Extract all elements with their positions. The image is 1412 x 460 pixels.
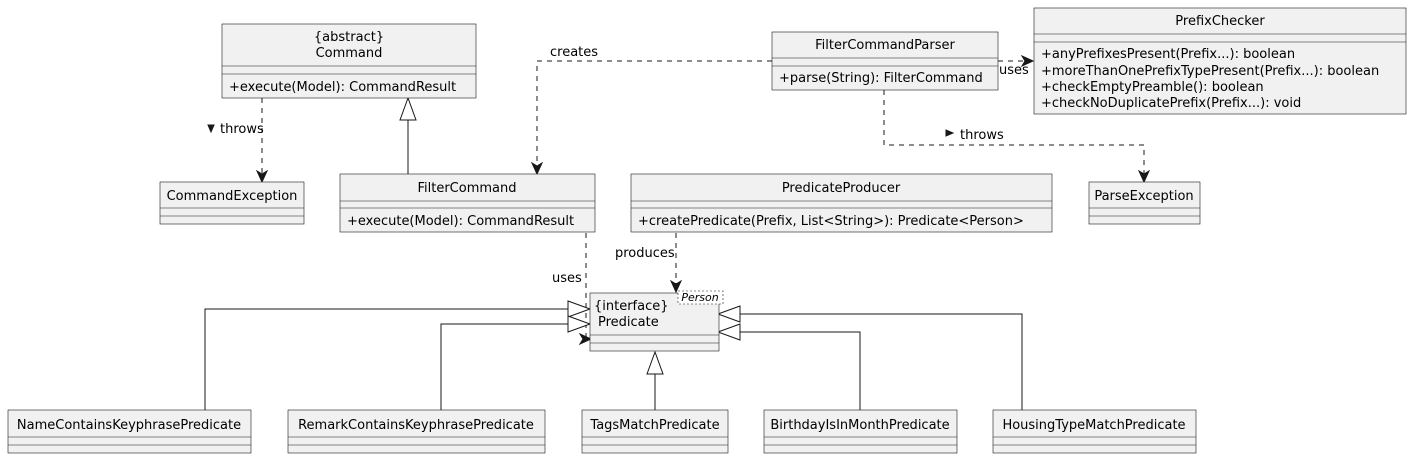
class-predicate-producer: PredicateProducer +createPredicate(Prefi… (630, 173, 1053, 233)
class-method: +execute(Model): CommandResult (347, 214, 574, 229)
edge-tags-implements-predicate (646, 350, 664, 410)
class-command: {abstract} Command +execute(Model): Comm… (221, 23, 477, 99)
edge-parser-throws-parseexception: throws (883, 90, 1151, 184)
class-name-contains-keyphrase-predicate: NameContainsKeyphrasePredicate (7, 409, 252, 454)
direction-marker-icon (945, 129, 955, 137)
class-method: +checkEmptyPreamble(): boolean (1041, 80, 1264, 95)
class-name: RemarkContainsKeyphrasePredicate (298, 418, 534, 433)
edge-housing-implements-predicate (716, 305, 1023, 410)
class-method: +moreThanOnePrefixTypePresent(Prefix...)… (1041, 64, 1379, 79)
class-prefix-checker: PrefixChecker +anyPrefixesPresent(Prefix… (1033, 7, 1407, 115)
class-filter-command: FilterCommand +execute(Model): CommandRe… (339, 173, 596, 233)
edge-filtercommand-uses-predicate: uses (552, 233, 593, 346)
edge-command-throws-commandexception: throws (207, 98, 269, 184)
class-parse-exception: ParseException (1088, 181, 1201, 225)
label-produces: produces (615, 246, 675, 261)
edge-name-implements-predicate (204, 300, 592, 410)
edge-filtercommand-extends-command (399, 96, 417, 174)
class-name: BirthdayIsInMonthPredicate (770, 418, 949, 433)
class-predicate: {interface} Predicate Person (589, 290, 724, 352)
class-command-exception: CommandException (159, 181, 305, 225)
class-name: NameContainsKeyphrasePredicate (17, 418, 241, 433)
generic-parameter: Person (681, 291, 718, 304)
edge-birthday-implements-predicate (716, 323, 861, 410)
class-stereotype: {abstract} (314, 30, 384, 45)
class-method: +createPredicate(Prefix, List<String>): … (638, 214, 1024, 229)
class-name: CommandException (167, 189, 298, 204)
class-filter-command-parser: FilterCommandParser +parse(String): Filt… (771, 31, 999, 91)
label-creates: creates (550, 45, 598, 60)
edge-parser-creates-filtercommand: creates (530, 45, 772, 176)
class-name: PredicateProducer (782, 181, 901, 196)
class-name: HousingTypeMatchPredicate (1002, 418, 1185, 433)
label-throws-parse: throws (960, 128, 1004, 143)
class-name: TagsMatchPredicate (589, 418, 719, 433)
class-name: Command (316, 46, 383, 61)
class-name: FilterCommandParser (815, 38, 955, 53)
label-uses-parser: uses (999, 63, 1029, 78)
class-stereotype: {interface} (594, 299, 669, 314)
class-method: +execute(Model): CommandResult (229, 80, 456, 95)
edge-parser-uses-prefixchecker: uses (998, 54, 1035, 78)
class-name: Predicate (598, 315, 659, 330)
class-birthday-is-in-month-predicate: BirthdayIsInMonthPredicate (763, 409, 958, 454)
edge-producer-produces-predicate: produces (615, 233, 683, 294)
class-housing-type-match-predicate: HousingTypeMatchPredicate (992, 409, 1197, 454)
direction-marker-icon (207, 124, 215, 134)
class-tags-match-predicate: TagsMatchPredicate (581, 409, 729, 454)
class-method: +anyPrefixesPresent(Prefix...): boolean (1041, 47, 1295, 62)
generic-parameter-box (677, 290, 724, 305)
class-remark-contains-keyphrase-predicate: RemarkContainsKeyphrasePredicate (287, 409, 546, 454)
label-throws-command: throws (220, 122, 264, 137)
class-method: +parse(String): FilterCommand (779, 71, 983, 86)
edge-remark-implements-predicate (440, 315, 592, 410)
class-name: PrefixChecker (1175, 14, 1265, 29)
class-method: +checkNoDuplicatePrefix(Prefix...): void (1041, 96, 1301, 111)
class-name: ParseException (1094, 189, 1193, 204)
label-uses-filter: uses (552, 271, 582, 286)
class-name: FilterCommand (417, 181, 516, 196)
